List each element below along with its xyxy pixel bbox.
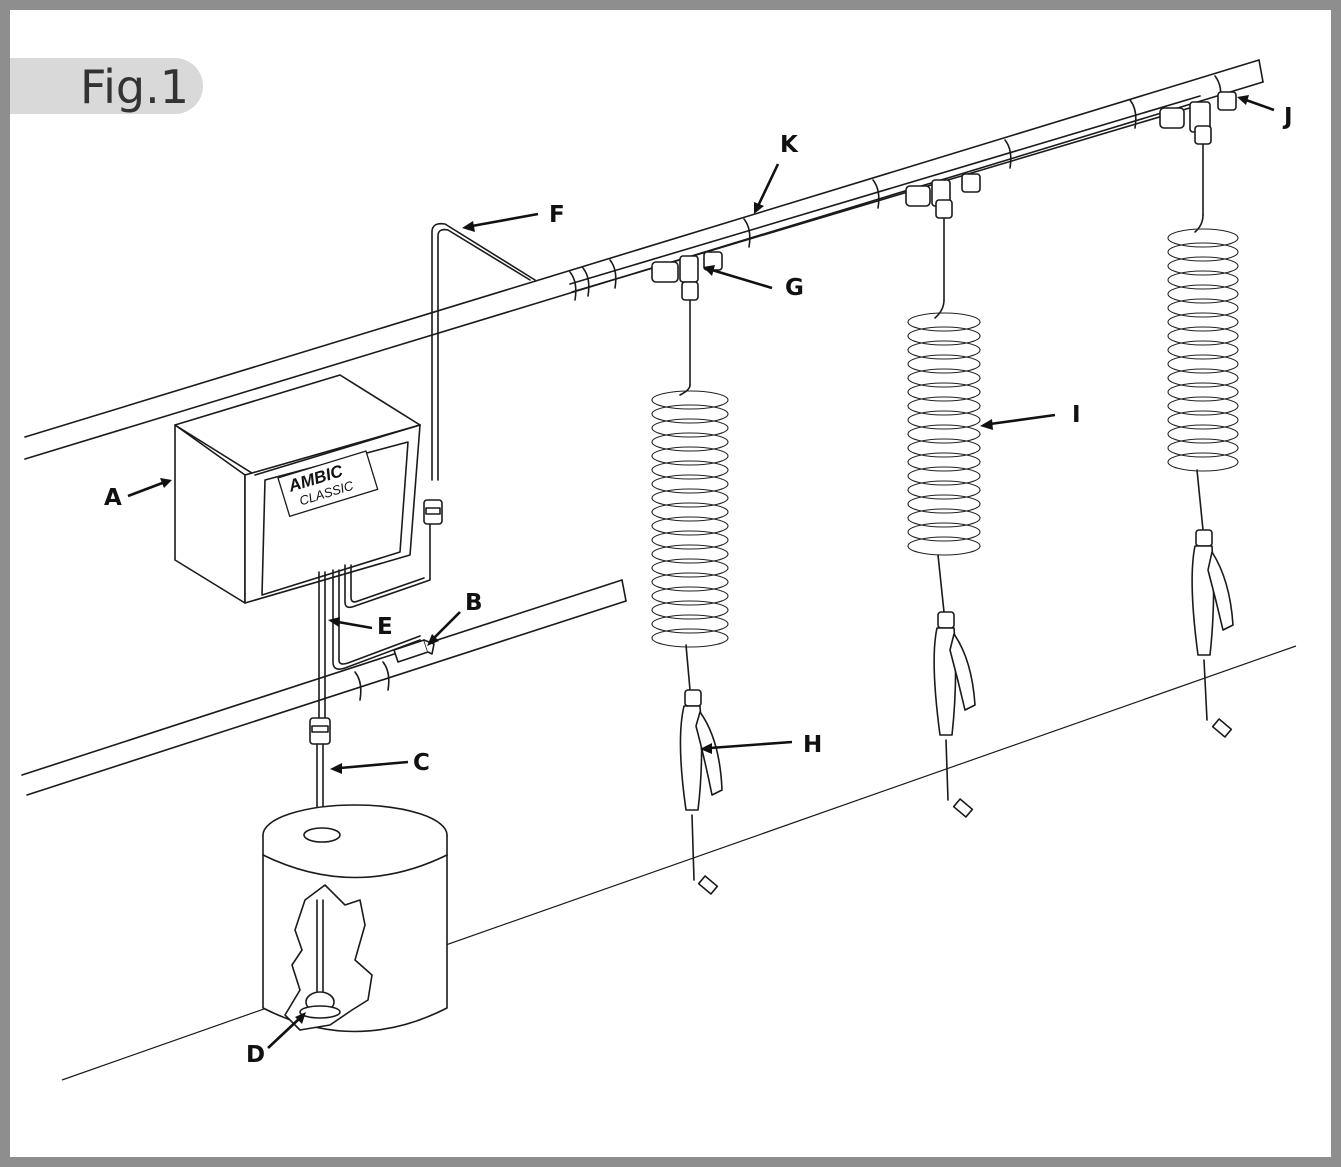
coil-hose-left (651, 384, 729, 895)
coil-hose-middle (907, 299, 981, 818)
callout-h: H (803, 732, 822, 758)
callout-i: I (1072, 402, 1081, 428)
t-junction-left (651, 251, 723, 386)
t-junction-middle (905, 173, 981, 301)
callout-a: A (104, 485, 122, 511)
callout-f: F (549, 202, 565, 228)
callout-labels: A B C D E F G H I J K (104, 104, 1293, 1068)
tube-e (318, 569, 421, 721)
callout-j: J (1282, 104, 1293, 130)
lower-rail (21, 579, 627, 796)
callout-e: E (377, 614, 393, 640)
pump-box: AMBIC CLASSIC (174, 374, 431, 609)
callout-c: C (413, 750, 430, 776)
callout-b: B (465, 590, 483, 616)
t-junction-right (1159, 91, 1237, 216)
connector-f (423, 499, 443, 525)
callout-g: G (785, 275, 804, 301)
figure-tab-label: Fig.1 (80, 60, 189, 114)
callout-arrows (127, 95, 1275, 1049)
callout-k: K (780, 132, 799, 158)
callout-d: D (246, 1042, 265, 1068)
coil-hose-right (1167, 214, 1239, 738)
tube-k (569, 75, 1222, 301)
drum (262, 804, 448, 1033)
figure-tab: Fig.1 (10, 58, 203, 114)
tube-f (431, 222, 536, 481)
